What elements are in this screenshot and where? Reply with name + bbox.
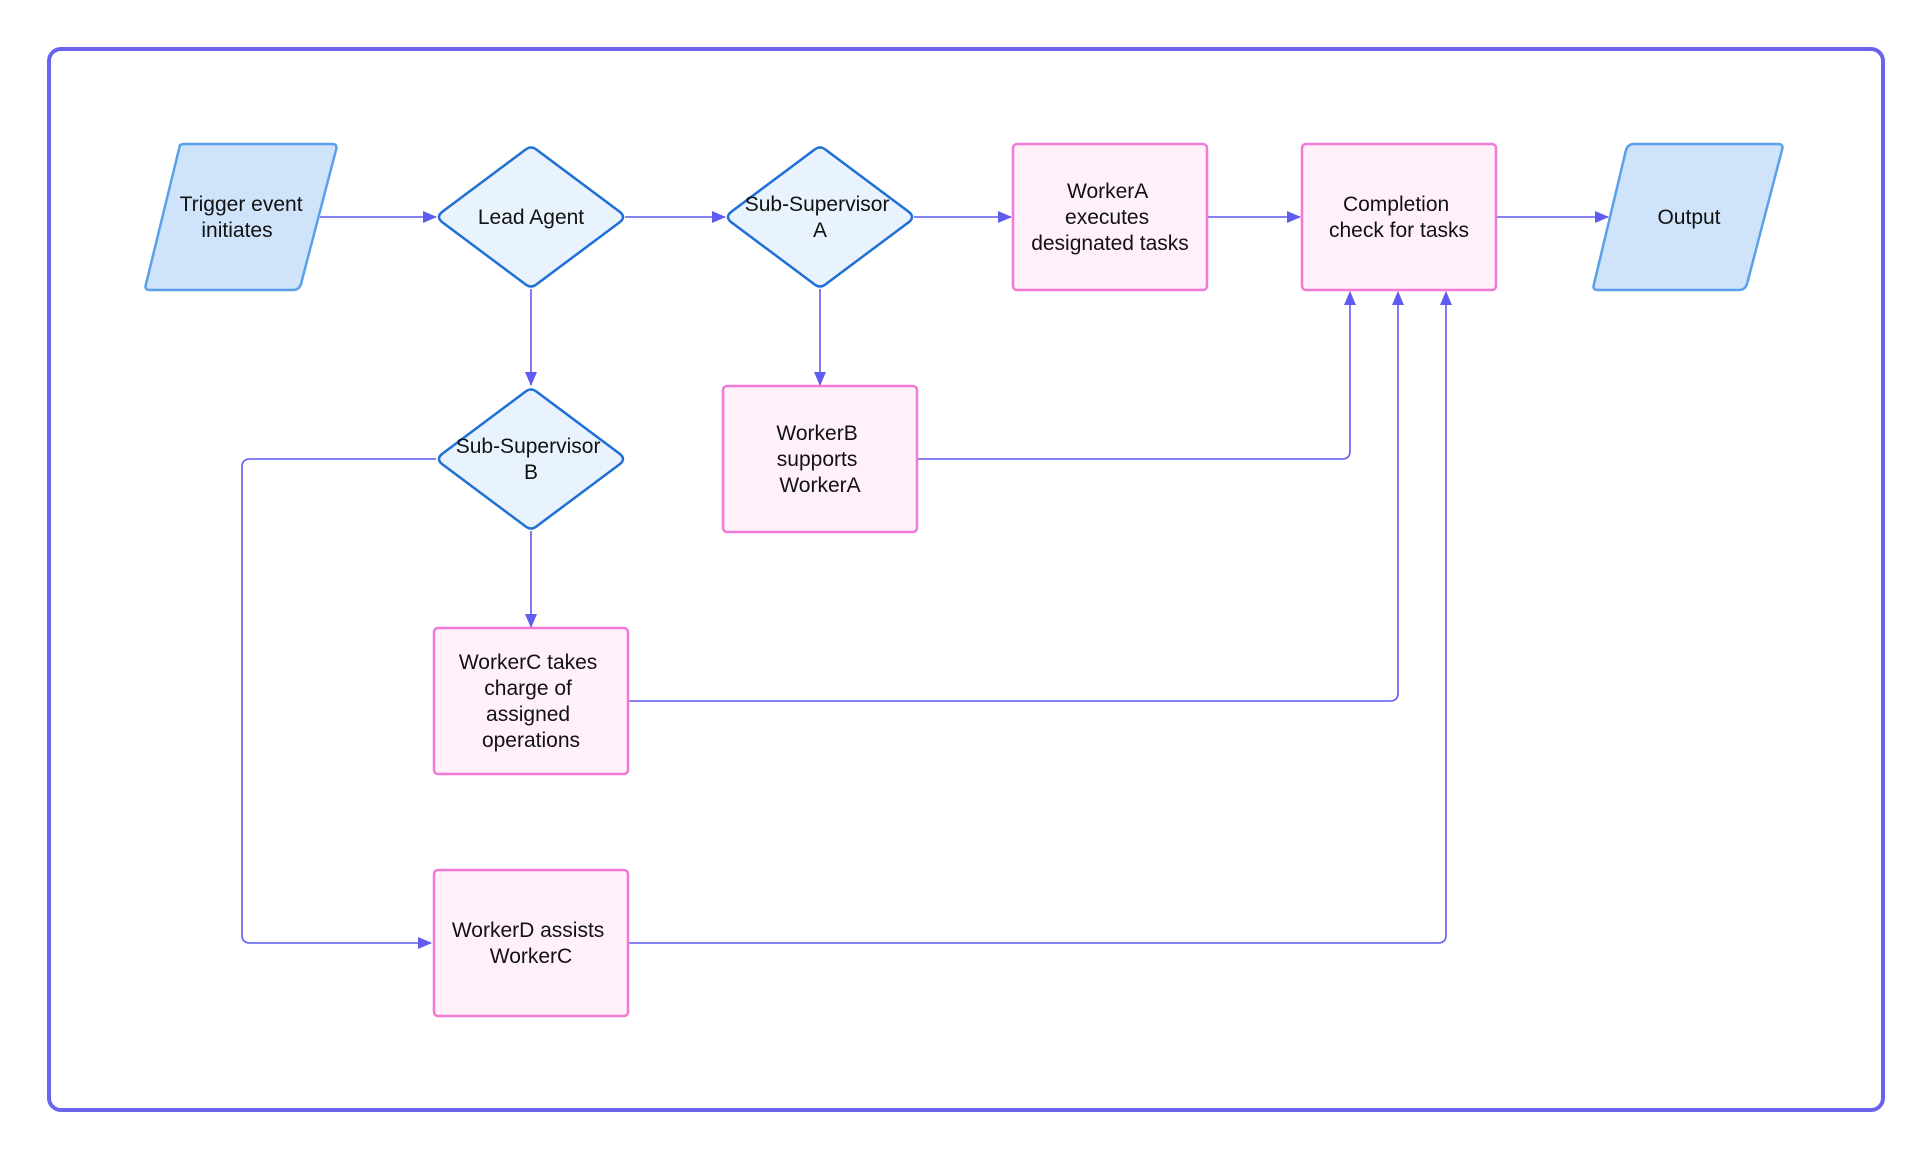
node-workerC-line-2: charge of bbox=[484, 677, 572, 700]
node-workerC-shape bbox=[432, 626, 630, 776]
edge-workerD-to-completion bbox=[628, 291, 1452, 944]
node-workerA-label: WorkerA executes designated tasks bbox=[1031, 180, 1189, 255]
node-completion-shape bbox=[1300, 142, 1498, 292]
node-workerB[interactable]: WorkerB supports WorkerA bbox=[721, 384, 919, 534]
edges bbox=[241, 211, 1609, 949]
node-subA[interactable]: Sub-Supervisor A bbox=[726, 146, 914, 288]
node-subA-line-1: Sub-Supervisor bbox=[745, 193, 890, 216]
node-output-shape bbox=[1592, 142, 1784, 292]
node-trigger-label: Trigger event initiates bbox=[180, 193, 309, 242]
node-workerC-label: WorkerC takes charge of assigned operati… bbox=[459, 651, 603, 752]
node-completion[interactable]: Completion check for tasks bbox=[1300, 142, 1498, 292]
nodes: Trigger event initiates Lead Agent Sub-S… bbox=[144, 142, 1784, 1018]
node-output-line-1: Output bbox=[1657, 206, 1720, 229]
node-workerA-shape bbox=[1011, 142, 1209, 292]
node-workerA[interactable]: WorkerA executes designated tasks bbox=[1011, 142, 1209, 292]
node-workerA-line-2: executes bbox=[1065, 206, 1149, 229]
edge-workerB-to-completion bbox=[917, 291, 1356, 460]
node-workerC-line-1: WorkerC takes bbox=[459, 651, 597, 674]
diagram-frame bbox=[47, 47, 1885, 1112]
node-workerB-line-2: supports bbox=[777, 448, 858, 471]
node-workerB-line-1: WorkerB bbox=[776, 422, 857, 445]
node-lead[interactable]: Lead Agent bbox=[437, 146, 625, 288]
node-lead-line-1: Lead Agent bbox=[478, 206, 584, 229]
node-workerB-label: WorkerB supports WorkerA bbox=[776, 422, 863, 497]
node-lead-label: Lead Agent bbox=[478, 206, 584, 229]
node-workerC-line-3: assigned bbox=[486, 703, 570, 726]
node-trigger-shape bbox=[144, 142, 338, 292]
node-completion-label: Completion check for tasks bbox=[1329, 193, 1469, 242]
node-workerD-line-2: WorkerC bbox=[490, 945, 572, 968]
node-trigger[interactable]: Trigger event initiates bbox=[144, 142, 338, 292]
node-subA-label: Sub-Supervisor A bbox=[745, 193, 896, 242]
node-subB-line-2: B bbox=[524, 461, 538, 484]
edge-subB-to-workerD bbox=[241, 458, 436, 949]
node-workerD-shape bbox=[432, 868, 630, 1018]
node-workerB-shape bbox=[721, 384, 919, 534]
node-workerA-line-3: designated tasks bbox=[1031, 232, 1189, 255]
node-lead-shape bbox=[437, 146, 625, 288]
node-workerA-line-1: WorkerA bbox=[1067, 180, 1148, 203]
node-workerB-line-3: WorkerA bbox=[779, 474, 860, 497]
edge-workerC-to-completion bbox=[628, 291, 1404, 702]
node-completion-line-1: Completion bbox=[1343, 193, 1449, 216]
node-output[interactable]: Output bbox=[1592, 142, 1784, 292]
node-completion-line-2: check for tasks bbox=[1329, 219, 1469, 242]
node-subA-line-2: A bbox=[813, 219, 827, 242]
node-workerC-line-4: operations bbox=[482, 729, 580, 752]
node-output-label: Output bbox=[1657, 206, 1720, 229]
node-trigger-line-2: initiates bbox=[201, 219, 272, 242]
node-subB-label: Sub-Supervisor B bbox=[456, 435, 607, 484]
node-subB-line-1: Sub-Supervisor bbox=[456, 435, 601, 458]
node-subB[interactable]: Sub-Supervisor B bbox=[437, 388, 625, 530]
node-workerC[interactable]: WorkerC takes charge of assigned operati… bbox=[432, 626, 630, 776]
node-workerD-line-1: WorkerD assists bbox=[452, 919, 604, 942]
node-trigger-line-1: Trigger event bbox=[180, 193, 303, 216]
node-subB-shape bbox=[437, 388, 625, 530]
node-subA-shape bbox=[726, 146, 914, 288]
node-workerD-label: WorkerD assists WorkerC bbox=[452, 919, 610, 968]
node-workerD[interactable]: WorkerD assists WorkerC bbox=[432, 868, 630, 1018]
